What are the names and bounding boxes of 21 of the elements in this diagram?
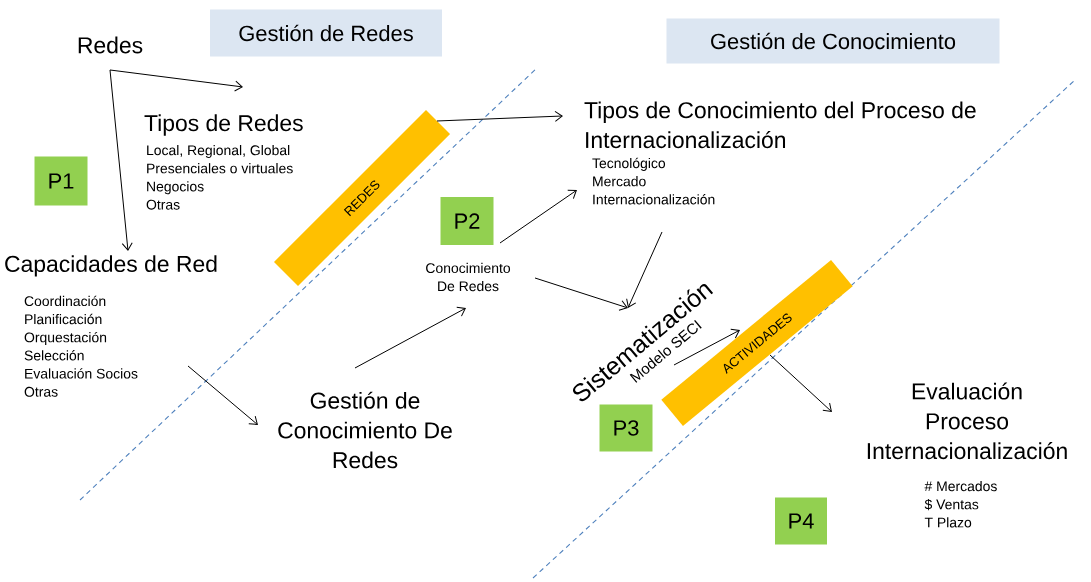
arrow (354, 306, 466, 369)
arrow (626, 231, 663, 308)
topic-text: Evaluación Proceso Internacionalización # Mercados $ Ventas T Plazo (867, 382, 1067, 528)
arrow (436, 110, 563, 122)
arrow (109, 69, 133, 251)
header-box: Gestión de Redes (210, 9, 442, 57)
topic-text: Gestión de Conocimiento De Redes (278, 391, 452, 469)
arrow (769, 354, 832, 412)
arrow (187, 365, 258, 425)
label-badge: P2 (440, 197, 494, 245)
arrow (673, 328, 740, 366)
topic-text: Capacidades de Red Coordinación Planificación Orquestación Selección Evaluación Socios Otras (5, 255, 217, 397)
label-badge: P4 (775, 497, 827, 545)
label-badge: P3 (599, 404, 653, 452)
topic-text: Redes (78, 36, 143, 54)
arrow (109, 69, 243, 92)
topic-text: Tipos de Conocimiento del Proceso de Internacionalización Tecnológico Mercado Internacionalización (584, 101, 976, 205)
header-box: Gestión de Conocimiento (666, 18, 1000, 64)
label-badge: P1 (34, 156, 88, 206)
arrow (499, 189, 577, 244)
arrow (534, 277, 628, 311)
